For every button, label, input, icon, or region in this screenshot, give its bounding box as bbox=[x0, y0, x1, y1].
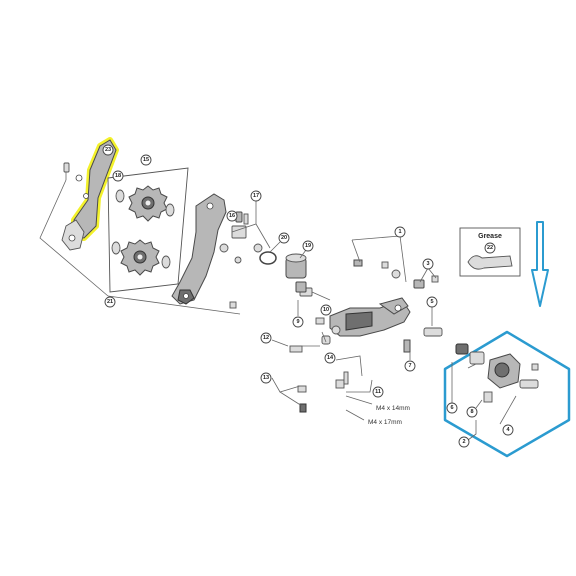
svg-text:17: 17 bbox=[253, 193, 259, 199]
callout-8: 8 bbox=[466, 406, 478, 418]
callout-20: 20 bbox=[278, 232, 290, 244]
callout-18: 18 bbox=[112, 170, 124, 182]
svg-text:4: 4 bbox=[506, 427, 510, 433]
link-pin-parts bbox=[299, 287, 331, 345]
svg-text:1: 1 bbox=[398, 229, 401, 235]
callout-19: 19 bbox=[302, 240, 314, 252]
b-axle-cylinder bbox=[285, 253, 307, 279]
callout-2: 2 bbox=[458, 436, 470, 448]
svg-text:23: 23 bbox=[105, 147, 111, 153]
callout-9: 9 bbox=[292, 316, 304, 328]
svg-text:5: 5 bbox=[430, 299, 433, 305]
svg-text:2: 2 bbox=[462, 439, 465, 445]
grease-callout-22: 22 bbox=[484, 242, 496, 254]
callout-4: 4 bbox=[502, 424, 514, 436]
callout-12: 12 bbox=[260, 332, 272, 344]
svg-text:11: 11 bbox=[375, 389, 381, 395]
callout-15-label: 15 bbox=[140, 154, 152, 166]
svg-text:18: 18 bbox=[115, 173, 121, 179]
callout-6: 6 bbox=[446, 402, 458, 414]
callout-13: 13 bbox=[260, 372, 272, 384]
adjust-bolt-5 bbox=[403, 327, 469, 355]
svg-text:19: 19 bbox=[305, 243, 311, 249]
svg-text:6: 6 bbox=[450, 405, 453, 411]
rear-derailleur-main-body bbox=[329, 297, 411, 337]
svg-text:21: 21 bbox=[107, 299, 113, 305]
inner-cage-plate bbox=[171, 193, 227, 305]
b-tension-parts bbox=[353, 259, 439, 289]
lower-tension-pulley bbox=[111, 239, 171, 276]
callout-10: 10 bbox=[320, 304, 332, 316]
bolt-dimension-long: M4 x 17mm bbox=[368, 419, 402, 426]
callout-1: 1 bbox=[394, 226, 406, 238]
svg-text:9: 9 bbox=[296, 319, 299, 325]
callout-5: 5 bbox=[426, 296, 438, 308]
svg-text:16: 16 bbox=[229, 213, 235, 219]
callout-21: 21 bbox=[104, 296, 116, 308]
callout-3: 3 bbox=[422, 258, 434, 270]
screw-parts-left bbox=[289, 281, 349, 413]
svg-text:8: 8 bbox=[470, 409, 473, 415]
b-axle-washer bbox=[259, 251, 277, 265]
callout-11: 11 bbox=[372, 386, 384, 398]
callout-14: 14 bbox=[324, 352, 336, 364]
outer-cage-plate bbox=[61, 139, 117, 251]
grease-title: Grease bbox=[478, 233, 502, 240]
clutch-unit-inset bbox=[443, 330, 571, 458]
svg-text:12: 12 bbox=[263, 335, 269, 341]
upper-guide-pulley bbox=[115, 185, 175, 222]
cage-screw-left bbox=[63, 162, 70, 180]
callout-23: 23 bbox=[102, 144, 114, 156]
svg-text:15: 15 bbox=[143, 157, 149, 163]
svg-text:20: 20 bbox=[281, 235, 287, 241]
svg-text:14: 14 bbox=[327, 355, 334, 361]
pulley-box bbox=[107, 167, 189, 293]
bolt-dimension-short: M4 x 14mm bbox=[376, 405, 410, 412]
svg-text:7: 7 bbox=[408, 363, 411, 369]
callout-17: 17 bbox=[250, 190, 262, 202]
svg-text:10: 10 bbox=[323, 307, 329, 313]
cage-stop-screw bbox=[229, 301, 237, 309]
callout-7: 7 bbox=[404, 360, 416, 372]
svg-text:3: 3 bbox=[426, 261, 429, 267]
callout-16-label: 16 bbox=[226, 210, 238, 222]
pivot-spring-parts bbox=[219, 211, 263, 264]
down-arrow bbox=[531, 221, 549, 307]
svg-text:22: 22 bbox=[487, 245, 493, 251]
svg-text:13: 13 bbox=[263, 375, 269, 381]
